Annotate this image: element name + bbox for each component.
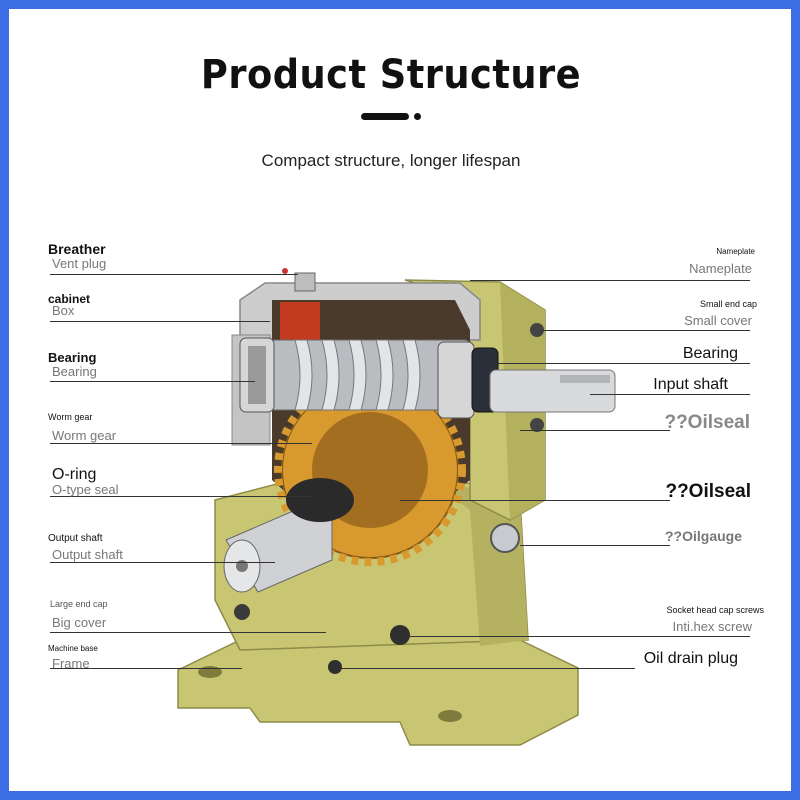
leader-line (400, 500, 670, 501)
label-frame: Frame (52, 656, 90, 671)
label-bearing-right: Bearing (682, 345, 738, 362)
label-bearing-left-secondary: Bearing (52, 364, 97, 379)
page-subtitle: Compact structure, longer lifespan (261, 151, 521, 170)
label-breather: Breather (48, 241, 106, 257)
leader-line (470, 280, 750, 281)
leader-line (540, 330, 750, 331)
label-bearing-left: Bearing (48, 350, 97, 365)
label-input-shaft: Input shaft (653, 376, 728, 393)
title-underline-bar (361, 113, 409, 120)
leader-line (50, 668, 242, 669)
leader-line (50, 562, 275, 563)
label-o-ring: O-ring (52, 466, 97, 483)
label-cabinet: cabinet (48, 292, 91, 306)
label-worm-gear-secondary: Worm gear (52, 428, 117, 443)
label-nameplate: Nameplate (716, 247, 755, 256)
page-title: Product Structure (200, 52, 582, 98)
label-vent-plug: Vent plug (52, 256, 107, 271)
leader-line (520, 545, 670, 546)
label-output-shaft-secondary: Output shaft (52, 547, 123, 562)
label-socket-head-cap-screws: Socket head cap screws (666, 605, 764, 615)
title-underline-dot (414, 113, 421, 120)
leader-line (335, 668, 635, 669)
label-small-cover: Small cover (684, 313, 752, 328)
leader-line (50, 274, 298, 275)
label-worm-gear: Worm gear (48, 412, 93, 422)
leader-line (50, 443, 312, 444)
leader-line (50, 496, 312, 497)
label-inti-hex-screw: Inti.hex screw (672, 619, 752, 634)
label-oil-drain-plug: Oil drain plug (643, 650, 738, 667)
label-oilseal-output: ??Oilseal (665, 481, 751, 502)
leader-line (590, 394, 750, 395)
label-oilseal-input: ??Oilseal (664, 412, 750, 433)
leader-line (480, 363, 750, 364)
leader-line (50, 632, 326, 633)
label-big-cover: Big cover (52, 615, 107, 630)
label-oilgauge: ??Oilgauge (665, 528, 742, 544)
label-box: Box (52, 303, 75, 318)
label-nameplate-secondary: Nameplate (689, 261, 752, 276)
leader-line (405, 636, 750, 637)
leader-line (50, 381, 255, 382)
label-small-end-cap: Small end cap (699, 299, 757, 309)
leader-line (50, 321, 270, 322)
label-machine-base: Machine base (48, 644, 98, 653)
label-large-end-cap: Large end cap (50, 599, 108, 609)
leader-line (520, 430, 670, 431)
label-o-type-seal: O-type seal (52, 482, 119, 497)
label-output-shaft: Output shaft (48, 533, 103, 544)
